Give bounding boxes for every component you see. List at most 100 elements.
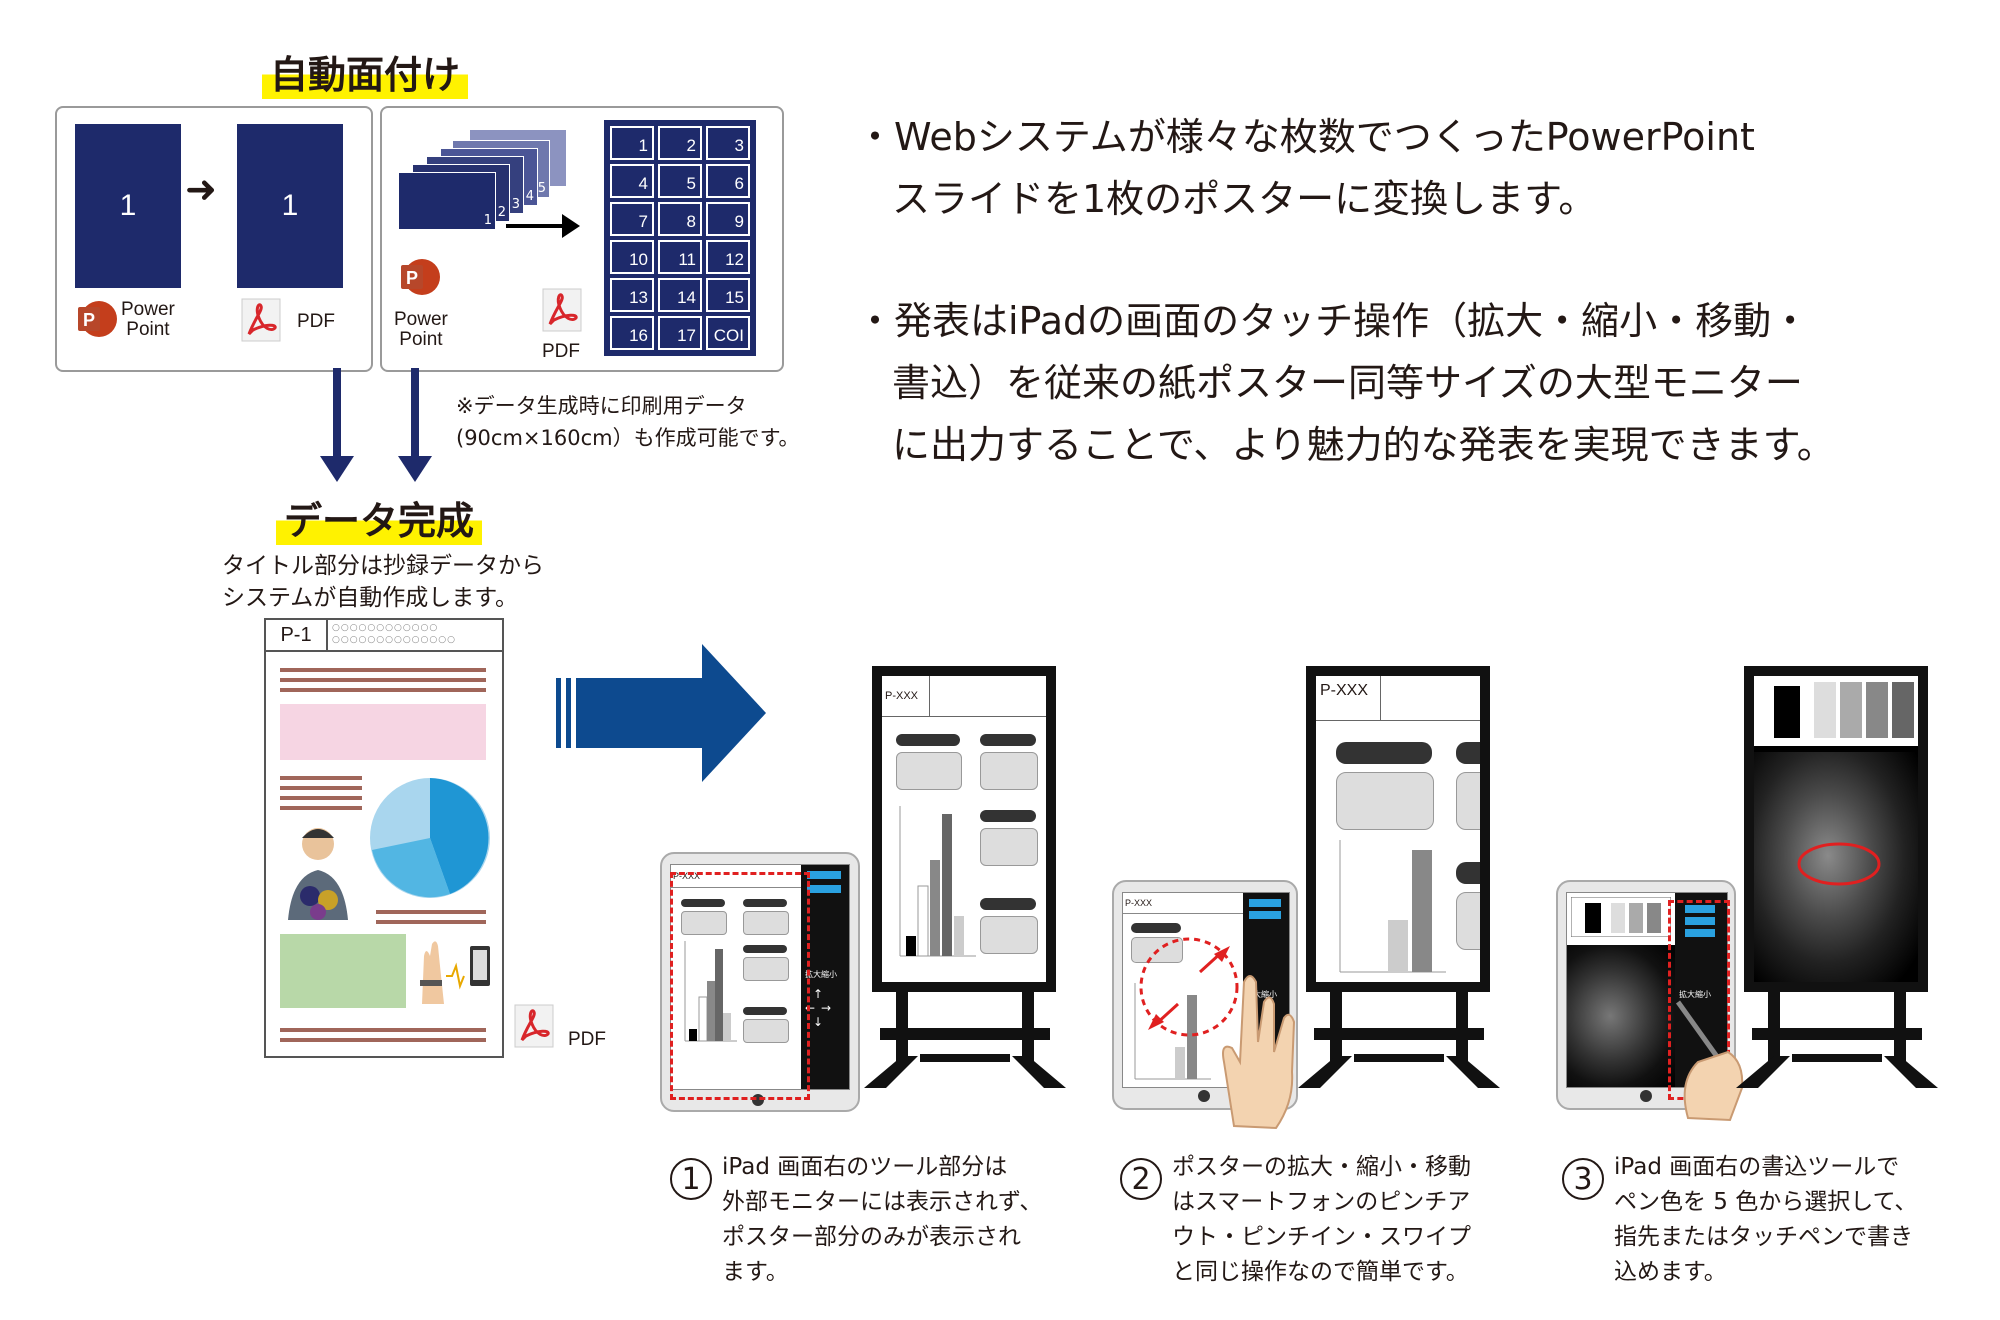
grid-cell: 2 — [658, 126, 702, 160]
tool-button[interactable] — [1249, 899, 1281, 907]
placeholder-box — [1336, 772, 1434, 830]
brain-mri-image — [1567, 945, 1675, 1087]
text-line — [280, 776, 362, 780]
text-line — [280, 1038, 486, 1042]
text-line — [280, 688, 486, 692]
bullet-1-line-1: ・Webシステムが様々な枚数でつくったPowerPoint — [856, 115, 1755, 159]
completion-note: タイトル部分は抄録データからシステムが自動作成します。 — [222, 553, 544, 611]
placeholder-bar — [1456, 742, 1480, 764]
monitor-3 — [1744, 666, 1928, 992]
monitor-stand — [1736, 992, 1938, 1088]
grid-cell: 1 — [610, 126, 654, 160]
slide-stack: 5 4 3 2 1 — [398, 130, 568, 250]
tool-button[interactable] — [807, 885, 841, 893]
monitor-header: P-XXX — [1316, 676, 1480, 721]
arrow-left-icon[interactable]: ← — [805, 1001, 816, 1015]
text-line — [376, 910, 486, 914]
placeholder-bar — [1336, 742, 1432, 764]
bullet-2-line-2: 書込）を従来の紙ポスター同等サイズの大型モニター — [892, 361, 1803, 405]
text-line — [280, 796, 362, 800]
placeholder-bar — [743, 899, 787, 907]
ipad-screen: 拡大縮小 — [1566, 892, 1728, 1088]
pen-color-button[interactable] — [1685, 917, 1715, 925]
green-block — [280, 934, 406, 1008]
grid-cell: 8 — [658, 202, 702, 236]
multi-slide-panel: 5 4 3 2 1 1 2 3 4 5 6 7 8 9 10 11 12 13 … — [380, 106, 784, 372]
histogram-graphic — [1754, 676, 1918, 746]
placeholder-box — [980, 828, 1038, 866]
svg-text:P: P — [406, 268, 418, 288]
text-line — [376, 920, 486, 924]
bullet-1-line-2: スライドを1枚のポスターに変換します。 — [892, 177, 1597, 221]
placeholder-box — [1456, 892, 1480, 950]
zoom-tool-label: 拡大縮小 — [805, 970, 837, 979]
pink-block — [280, 704, 486, 760]
placeholder-bar — [743, 1007, 787, 1015]
step-3-caption: iPad 画面右の書込ツールでペン色を 5 色から選択して、指先またはタッチペン… — [1614, 1154, 1918, 1285]
zoom-tool-label: 拡大縮小 — [1679, 990, 1711, 999]
home-button[interactable] — [1640, 1090, 1652, 1102]
text-line — [280, 806, 362, 810]
annotation-circle — [1797, 842, 1881, 886]
step-2-caption: ポスターの拡大・縮小・移動はスマートフォンのピンチアウト・ピンチイン・スワイプと… — [1172, 1154, 1471, 1285]
wearable-illustration — [420, 941, 490, 1004]
grid-cell: 17 — [658, 316, 702, 350]
monitor-stand — [1298, 992, 1500, 1088]
monitor-screen: P-XXX — [882, 676, 1046, 982]
placeholder-box — [980, 916, 1038, 954]
home-button[interactable] — [1198, 1090, 1210, 1102]
ipad-poster-id: P-XXX — [1123, 893, 1245, 914]
ipad-poster-id: P-XXX — [671, 865, 803, 888]
poster-title-placeholder: ○○○○○○○○○○○○○○○○○○○○○○○○○○ — [332, 623, 456, 645]
tool-button[interactable] — [807, 871, 841, 879]
monitor-stand — [864, 992, 1066, 1088]
pen-color-button[interactable] — [1685, 905, 1715, 913]
pdf-page-number: 1 — [281, 189, 299, 222]
placeholder-bar — [896, 734, 960, 746]
poster-header: P-1 ○○○○○○○○○○○○○○○○○○○○○○○○○○ — [266, 620, 502, 652]
hand-icon — [1222, 975, 1296, 1130]
arrow-right-icon: ➜ — [185, 167, 217, 211]
text-line — [280, 678, 486, 682]
pen-color-button[interactable] — [1685, 929, 1715, 937]
step-2-number: 2 — [1120, 1158, 1162, 1200]
grid-cell: 15 — [706, 278, 750, 312]
placeholder-box — [980, 752, 1038, 790]
arrow-head-icon — [562, 214, 580, 238]
arrow-down-icon[interactable]: ↓ — [813, 1015, 824, 1029]
monitor-header: P-XXX — [882, 676, 1046, 717]
monitor-poster-id: P-XXX — [882, 676, 930, 716]
pinch-gesture — [1139, 937, 1239, 1037]
svg-text:P: P — [83, 310, 95, 330]
text-line — [280, 786, 362, 790]
person-illustration — [288, 828, 348, 920]
placeholder-bar — [743, 945, 787, 953]
down-arrows — [320, 368, 432, 482]
pdf-icon — [514, 1004, 554, 1048]
bar-chart-graphic — [1134, 983, 1211, 1080]
arrow-right-icon[interactable]: → — [821, 1001, 832, 1015]
step-3-number: 3 — [1562, 1158, 1604, 1200]
arrow-up-icon[interactable]: ↑ — [813, 987, 824, 1001]
histogram-graphic — [1571, 897, 1671, 937]
grid-cell: 11 — [658, 240, 702, 274]
pie-chart-graphic — [370, 778, 490, 898]
step-1-caption: iPad 画面右のツール部分は外部モニターには表示されず、ポスター部分のみが表示… — [722, 1154, 1043, 1285]
data-complete-title: データ完成 — [276, 490, 483, 545]
placeholder-box — [743, 911, 789, 935]
bullet-2-line-3: に出力することで、より魅力的な発表を実現できます。 — [892, 423, 1835, 467]
monitor-2: P-XXX — [1306, 666, 1490, 992]
placeholder-bar — [980, 898, 1036, 910]
slide-page: 1 — [75, 124, 181, 288]
placeholder-box — [681, 911, 727, 935]
stacked-slide: 1 — [398, 172, 496, 230]
tool-button[interactable] — [1249, 911, 1281, 919]
poster-pdf-label: PDF — [568, 1029, 606, 1050]
ipad-3: 拡大縮小 — [1556, 880, 1744, 1122]
print-note: ※データ生成時に印刷用データ(90cm×160cm）も作成可能です。 — [456, 394, 800, 450]
slide-number: 1 — [119, 189, 137, 222]
zoom-tool-label: 拡大縮小 — [1245, 990, 1277, 999]
